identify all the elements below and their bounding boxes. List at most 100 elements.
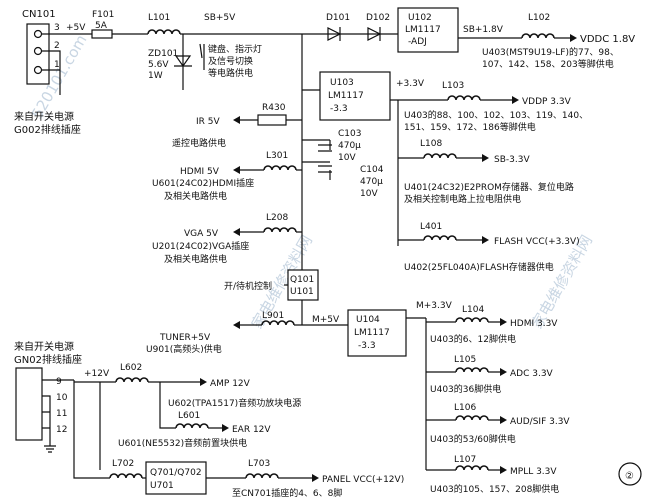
kbd-tap xyxy=(199,43,205,70)
adc33-desc: U403的36脚供电 xyxy=(430,383,501,395)
cn101-desc2: G002排线插座 xyxy=(14,123,81,136)
l901-label: L901 xyxy=(262,311,284,321)
u401-desc1: U401(24C32)E2PROM存储器、复位电路 xyxy=(404,181,574,193)
l104-label: L104 xyxy=(462,305,484,315)
hdmi-label: HDMI 5V xyxy=(180,167,220,177)
u402-desc: U402(25FL040A)FLASH存储器供电 xyxy=(404,261,554,273)
arrow-sb33 xyxy=(482,154,489,162)
tuner-label: TUNER+5V xyxy=(159,333,211,343)
plus12-label: +12V xyxy=(84,369,110,379)
l703-label: L703 xyxy=(248,459,270,469)
u103-name: U103 xyxy=(330,78,354,88)
d102-label: D102 xyxy=(366,13,390,23)
u403-desc2: 107、142、158、203等脚供电 xyxy=(482,58,614,70)
cn02-pin10: 10 xyxy=(56,393,68,403)
cn101-pin2-num: 2 xyxy=(54,41,60,51)
cn101-pin1-num: 1 xyxy=(54,60,60,70)
c104-val: 470μ xyxy=(360,177,383,187)
c103-val: 470μ xyxy=(338,141,361,151)
c103-v: 10V xyxy=(338,153,356,163)
cn02-desc1: 来自开关电源 xyxy=(14,340,74,353)
page-marker-circle xyxy=(618,462,642,486)
inductor-l601 xyxy=(175,423,209,429)
u104-part: LM1117 xyxy=(354,328,390,338)
l601-label: L601 xyxy=(178,411,200,421)
ground-symbol xyxy=(44,436,56,453)
diode-d101 xyxy=(327,27,342,41)
cn101-wires xyxy=(41,33,66,95)
u403-desc1: U403(MST9U19-LF)的77、98、 xyxy=(482,46,619,58)
inductor-l702 xyxy=(109,473,143,479)
kbd-desc3: 等电路供电 xyxy=(208,67,253,79)
u103-box xyxy=(319,71,391,121)
m33-label: M+3.3V xyxy=(416,301,453,311)
l301-label: L301 xyxy=(266,151,288,161)
zd101-power: 1W xyxy=(148,71,163,81)
kbd-desc2: 及信号切换 xyxy=(208,55,253,67)
l602-wire xyxy=(74,381,200,470)
vddc-label: VDDC 1.8V xyxy=(580,34,635,45)
hdmi33-label: HDMI 3.3V xyxy=(510,319,558,329)
ir-label: IR 5V xyxy=(196,117,220,127)
amp-desc: U602(TPA1517)音频功放块电源 xyxy=(168,397,301,409)
vga-label: VGA 5V xyxy=(184,229,219,239)
l108-label: L108 xyxy=(420,139,442,149)
page-marker: ② xyxy=(625,471,634,482)
mpll33-desc: U403的105、157、208脚供电 xyxy=(430,483,559,495)
q701-label1: Q701/Q702 xyxy=(150,468,202,478)
ir-desc: 遥控电路供电 xyxy=(172,137,226,149)
inductor-l102 xyxy=(521,33,555,39)
inductor-l105 xyxy=(455,367,489,373)
inductor-l401 xyxy=(423,235,457,241)
u103-out-wire xyxy=(390,99,512,246)
hdmi33-desc: U403的6、12脚供电 xyxy=(430,333,516,345)
inductor-l208 xyxy=(263,227,297,233)
cn101-label: CN101 xyxy=(22,9,56,20)
u104-sub: -3.3 xyxy=(358,341,376,351)
aud33-label: AUD/SIF 3.3V xyxy=(510,417,570,427)
panel-label: PANEL VCC(+12V) xyxy=(322,475,404,485)
zd101-name: ZD101 xyxy=(148,49,178,59)
c103-name: C103 xyxy=(338,129,361,139)
q101-label: Q101 xyxy=(290,275,314,285)
caps-wire xyxy=(302,139,331,180)
sb18-label: SB+1.8V xyxy=(463,25,504,35)
vga-desc2: 及相关电路供电 xyxy=(164,253,227,265)
u103-out-label: +3.3V xyxy=(396,79,425,89)
cn101-desc1: 来自开关电源 xyxy=(14,110,74,123)
l401-label: L401 xyxy=(420,222,442,232)
u103-part: LM1117 xyxy=(328,91,364,101)
adc33-label: ADC 3.3V xyxy=(510,369,554,379)
standby-label: 开/待机控制 xyxy=(224,280,272,292)
inductor-l301 xyxy=(263,165,297,171)
l602-label: L602 xyxy=(120,363,142,373)
panel-desc: 至CN701插座的4、6、8脚 xyxy=(232,487,342,499)
arrow-vga xyxy=(233,228,240,236)
l103-label: L103 xyxy=(442,81,464,91)
c104-v: 10V xyxy=(360,189,378,199)
arrow-tuner xyxy=(233,321,240,329)
arrow-aud33 xyxy=(500,416,507,424)
arrow-vddp xyxy=(512,96,519,104)
vddp-desc1: U403的88、100、102、103、119、140、 xyxy=(404,109,588,121)
tuner-desc: U901(高频头)供电 xyxy=(146,343,222,355)
cn02-wires xyxy=(42,379,100,479)
ear-desc: U601(NE5532)音频前置块供电 xyxy=(118,437,247,449)
l106-label: L106 xyxy=(454,403,476,413)
amp-label: AMP 12V xyxy=(210,379,251,389)
u104-name: U104 xyxy=(356,315,380,325)
inductor-l703 xyxy=(245,473,279,479)
arrow-ear xyxy=(222,424,229,432)
arrow-vddc xyxy=(570,34,577,42)
l601-wire xyxy=(159,382,222,429)
fuse-f101 xyxy=(91,29,113,39)
u401-desc2: 及相关控制电路上拉电阻供电 xyxy=(404,193,521,205)
vddp-label: VDDP 3.3V xyxy=(522,97,572,107)
resistor-r430 xyxy=(257,114,287,126)
u102-name: U102 xyxy=(408,13,432,23)
inductor-l101 xyxy=(147,29,181,35)
inductor-l106 xyxy=(455,415,489,421)
u101-label: U101 xyxy=(290,287,314,297)
arrow-adc33 xyxy=(500,368,507,376)
